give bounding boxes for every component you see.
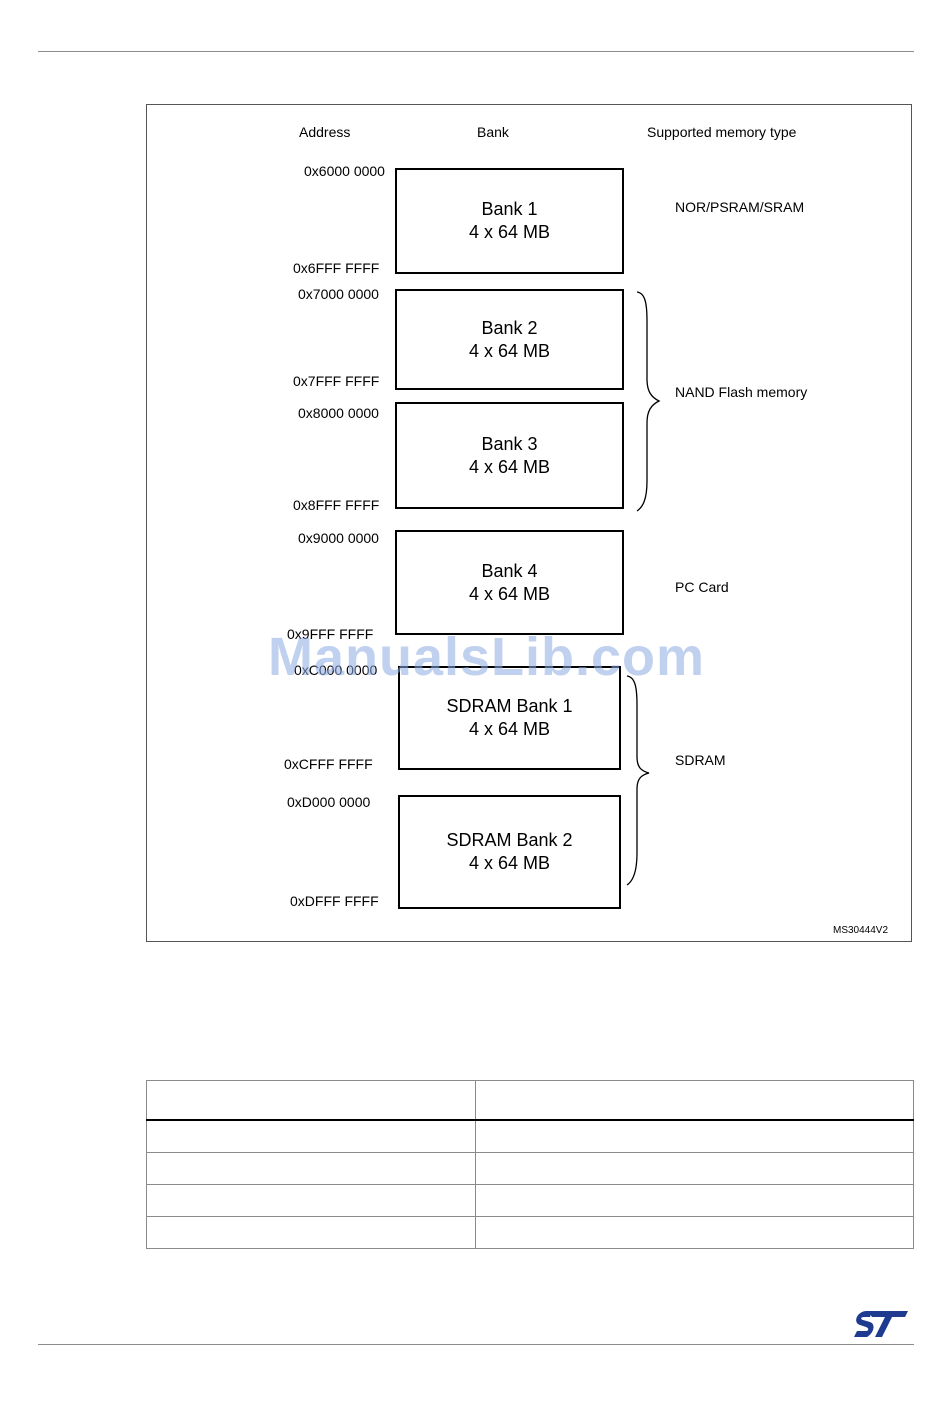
sdram-bank2-start-address: 0xD000 0000 — [287, 794, 371, 810]
bank3-block: Bank 3 4 x 64 MB — [395, 402, 624, 509]
table-row — [146, 1119, 914, 1153]
table-row — [146, 1216, 914, 1249]
sdram-bank2-size: 4 x 64 MB — [468, 853, 551, 873]
sdram-bank1-name: SDRAM Bank 1 — [446, 696, 573, 716]
sdram-bank2-name: SDRAM Bank 2 — [446, 830, 573, 850]
bank3-end-address: 0x8FFF FFFF — [293, 497, 380, 513]
table-row — [146, 1184, 914, 1217]
bank4-block: Bank 4 4 x 64 MB — [395, 530, 624, 635]
table-header-row — [146, 1080, 914, 1121]
bank1-size: 4 x 64 MB — [468, 222, 551, 242]
sdram-bank2-block: SDRAM Bank 2 4 x 64 MB — [398, 795, 621, 909]
nand-brace-icon — [636, 291, 661, 512]
bank3-start-address: 0x8000 0000 — [298, 405, 379, 421]
memory-type-nand: NAND Flash memory — [675, 384, 808, 400]
bank4-size: 4 x 64 MB — [468, 583, 551, 604]
bank-column-header: Bank — [477, 124, 509, 140]
bank1-start-address: 0x6000 0000 — [304, 163, 385, 179]
address-column-header: Address — [299, 124, 351, 140]
memory-type-column-header: Supported memory type — [647, 124, 797, 140]
bank1-name: Bank 1 — [481, 199, 538, 219]
table-row — [146, 1152, 914, 1185]
bank2-name: Bank 2 — [481, 317, 538, 338]
table-cell — [146, 1152, 476, 1185]
data-table — [146, 1080, 914, 1249]
sdram-bank1-end-address: 0xCFFF FFFF — [284, 756, 373, 772]
bank2-start-address: 0x7000 0000 — [298, 286, 379, 302]
table-header-cell — [475, 1080, 914, 1121]
sdram-bank2-end-address: 0xDFFF FFFF — [290, 893, 379, 909]
memory-type-sdram: SDRAM — [675, 752, 726, 768]
bank4-name: Bank 4 — [481, 560, 538, 581]
table-header-cell — [146, 1080, 476, 1121]
memory-type-nor: NOR/PSRAM/SRAM — [675, 199, 805, 215]
bottom-rule — [38, 1344, 914, 1345]
top-rule — [38, 51, 914, 52]
sdram-bank1-size: 4 x 64 MB — [468, 719, 551, 739]
sdram-brace-icon — [626, 675, 650, 886]
table-cell — [146, 1184, 476, 1217]
sdram-bank1-block: SDRAM Bank 1 4 x 64 MB — [398, 666, 621, 770]
bank4-start-address: 0x9000 0000 — [298, 530, 379, 546]
bank3-size: 4 x 64 MB — [468, 456, 551, 477]
bank1-block: Bank 1 4 x 64 MB — [395, 168, 624, 274]
figure-id: MS30444V2 — [833, 925, 889, 936]
sdram-bank1-start-address: 0xC000 0000 — [294, 662, 378, 678]
bank1-end-address: 0x6FFF FFFF — [293, 260, 380, 276]
table-cell — [475, 1216, 914, 1249]
bank2-end-address: 0x7FFF FFFF — [293, 373, 380, 389]
bank2-block: Bank 2 4 x 64 MB — [395, 289, 624, 390]
table-cell — [475, 1119, 914, 1153]
table-cell — [146, 1216, 476, 1249]
st-logo-icon — [854, 1311, 908, 1337]
memory-map-figure: Address Bank Supported memory type 0x600… — [146, 104, 912, 942]
watermark: ManualsLib.com — [268, 627, 706, 687]
bank3-name: Bank 3 — [481, 433, 538, 454]
bank2-size: 4 x 64 MB — [468, 340, 551, 361]
memory-type-pccard: PC Card — [675, 579, 729, 595]
table-cell — [475, 1152, 914, 1185]
bank4-end-address: 0x9FFF FFFF — [287, 626, 374, 642]
table-cell — [475, 1184, 914, 1217]
table-cell — [146, 1119, 476, 1153]
